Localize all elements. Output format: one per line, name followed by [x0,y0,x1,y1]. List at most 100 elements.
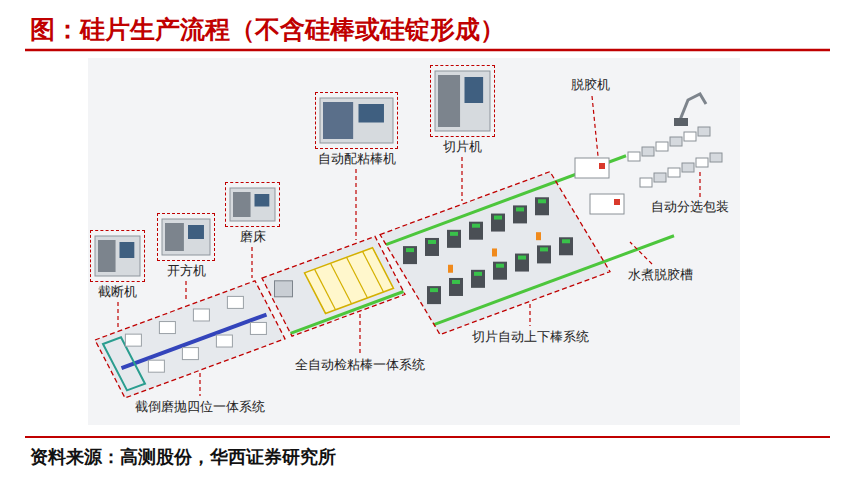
machine-panel [165,223,184,251]
machine-window [465,77,484,103]
sorter-unit [670,137,682,146]
slicing-machine [537,245,551,263]
machine-screen [406,248,414,252]
machine-icon [435,71,490,131]
region-floor [380,172,610,335]
region-floor [95,281,285,398]
machine-icon [320,98,393,143]
slicing-machine [425,238,439,256]
machine-window [188,225,204,239]
system-label: 截倒磨抛四位一体系统 [135,400,265,414]
leader-line [199,373,200,396]
green-rail [386,156,626,245]
leader-line [185,281,186,302]
sorter-unit [710,153,722,162]
leader-line [251,247,252,278]
station-machine [148,360,164,372]
system-label: 自动分选包装 [651,200,729,214]
station-machine [159,322,175,334]
title-rule [25,49,830,52]
machine-panel [323,102,353,139]
leader-line [630,242,652,264]
machine-screen [496,264,504,268]
sorter-unit [656,142,668,151]
region-floor [262,236,405,336]
machine-label: 切片机 [443,140,482,154]
leader-line [355,169,356,240]
machine-screen [540,247,548,251]
slicing-machine [559,237,573,255]
sorter-unit [640,178,652,187]
slicing-machine [491,214,505,232]
machine-panel [438,75,460,127]
slicing-machine [471,270,485,288]
slicing-machine [403,246,417,264]
sorter-unit [642,147,654,156]
leader-line [461,157,462,201]
machine-body [162,219,210,255]
machine-panel [98,240,116,272]
station-machine [250,322,266,334]
machine-window [120,242,135,258]
sorter-unit [668,168,680,177]
machine-label: 自动配粘棒机 [318,152,396,166]
machine-screen [428,240,436,244]
machine-label: 磨床 [240,230,266,244]
machine-screen [430,288,438,292]
machine-box: 开方机 [157,213,215,261]
loading-robot [492,248,497,256]
machine-box: 切片机 [430,65,495,137]
station-machine [125,334,141,346]
slicing-machine [447,230,461,248]
machine-label: 开方机 [167,264,206,278]
sorter-unit [684,132,696,141]
system-label: 全自动检粘棒一体系统 [295,358,425,372]
machine-screen [474,272,482,276]
degluing-part [599,163,605,169]
machine-box: 自动配粘棒机 [315,92,398,149]
inspection-machine [275,281,293,297]
machine-screen [450,232,458,236]
machine-screen [452,280,460,284]
region-outline [95,281,285,398]
loading-robot [536,232,541,240]
region-outline [262,236,405,336]
region-outline [380,172,610,335]
station-machine [216,335,232,347]
station-machine [193,309,209,321]
system-label: 切片自动上下棒系统 [472,330,589,344]
loading-robot [448,265,453,273]
system-label: 脱胶机 [571,78,610,92]
slicing-machine [515,254,529,272]
sorter-unit [698,127,710,136]
slicing-machine [513,205,527,223]
system-label: 水煮脱胶槽 [628,268,693,282]
machine-label: 截断机 [98,285,137,299]
machine-screen [538,199,546,203]
slicing-machine [535,197,549,215]
leader-line [359,314,360,354]
machine-body [320,98,393,143]
machine-panel [233,192,251,217]
machine-screen [562,239,570,243]
gluing-frame-bar [347,257,368,298]
sorter-unit [696,158,708,167]
sorter-unit [682,163,694,172]
packing-robot-base [674,118,688,126]
leader-line [529,304,530,326]
machine-screen [516,207,524,211]
gluing-frame-bar [363,251,384,292]
machine-screen [472,224,480,228]
degluing-part [614,199,620,205]
packing-robot [680,94,706,120]
machine-icon [95,236,140,276]
green-rail [291,292,404,334]
slicing-machine [493,262,507,280]
station-machine [227,296,243,308]
machine-screen [494,216,502,220]
source-caption: 资料来源：高测股份，华西证券研究所 [30,445,336,469]
station-machine [182,348,198,360]
